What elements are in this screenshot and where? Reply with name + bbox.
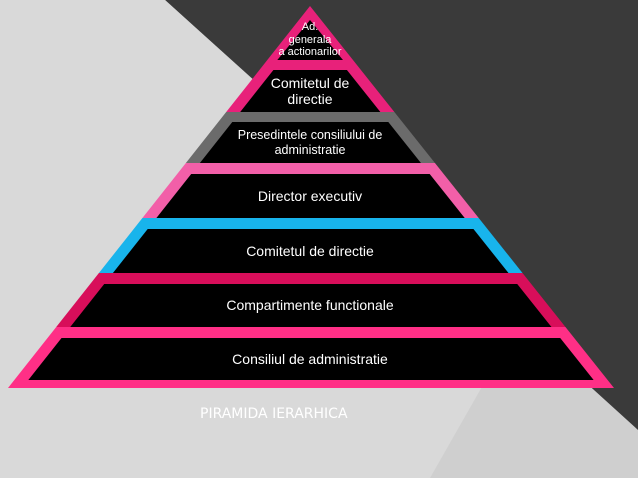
level-2-label-line: directie <box>287 90 333 107</box>
level-3-label-line: Presedintele consiliului de <box>237 128 383 143</box>
level-4-fill <box>156 174 465 218</box>
level-5-label: Comitetul de directie <box>180 243 440 259</box>
level-1-label-line: Ad. <box>301 21 319 34</box>
level-1-label-line: a actionarilor <box>278 46 342 59</box>
level-4-label: Director executiv <box>180 188 440 204</box>
level-7-label: Consiliul de administratie <box>180 351 440 367</box>
level-3-fill <box>199 122 421 163</box>
level-5-label-line: Comitetul de directie <box>246 242 374 259</box>
level-1-fill <box>277 20 343 60</box>
level-7-fill <box>28 338 594 380</box>
level-2-label-line: Comitetul de <box>270 74 350 91</box>
level-2-fill <box>240 70 381 112</box>
level-6-fill <box>70 284 552 327</box>
level-4-label-line: Director executiv <box>257 187 363 204</box>
level-6-label: Compartimente functionale <box>180 297 440 313</box>
level-5-fill <box>112 229 509 273</box>
pyramid-caption: PIRAMIDA IERARHICA <box>200 406 348 422</box>
level-1-label-line: generala <box>288 33 332 46</box>
level-6-label-line: Compartimente functionale <box>226 297 394 314</box>
level-3-label-line: administratie <box>274 142 346 157</box>
level-7-label-line: Consiliul de administratie <box>232 350 388 367</box>
